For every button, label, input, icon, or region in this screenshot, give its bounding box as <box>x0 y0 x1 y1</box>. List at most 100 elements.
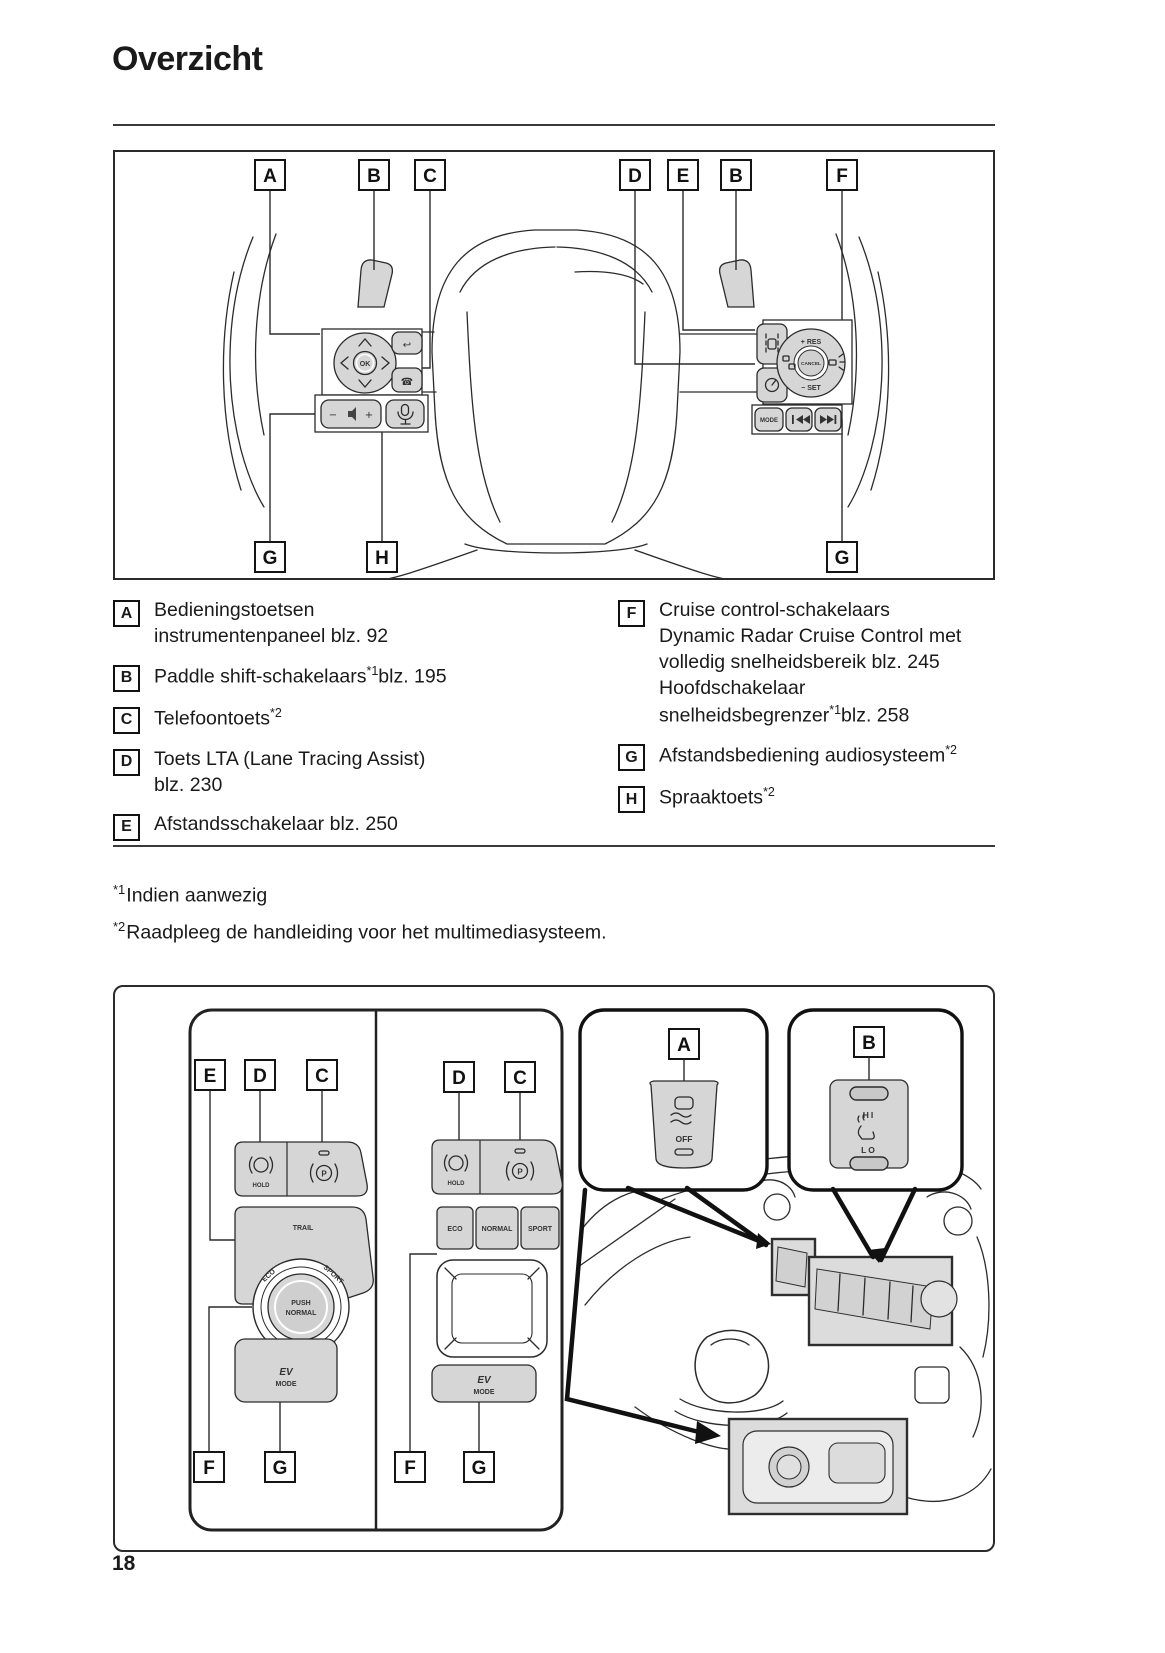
callout2-f: F <box>203 1458 215 1479</box>
footnote-2-text: Raadpleeg de handleiding voor het multim… <box>126 921 607 944</box>
footnote-1-marker: *1 <box>113 882 126 897</box>
eco-button <box>436 1206 474 1250</box>
divider-legend <box>113 845 995 847</box>
legend-text-g: Afstandsbediening audiosysteem*2 <box>659 743 958 767</box>
footnote-1-text: Indien aanwezig <box>126 884 268 907</box>
legend-text-b: Paddle shift-schakelaars*1blz. 195 <box>154 663 447 688</box>
callout-a: A <box>263 166 277 187</box>
legend-item-b: B Paddle shift-schakelaars*1blz. 195 <box>113 663 585 692</box>
callout-d: D <box>628 166 642 187</box>
park-label-mid: P <box>517 1168 523 1177</box>
phone-button <box>391 367 423 393</box>
callout2-b: B <box>862 1033 876 1054</box>
console-detail-inset <box>727 1417 909 1516</box>
dpad-arrow-icons <box>340 338 390 388</box>
volume-minus: − <box>329 410 337 421</box>
bubble-a-arrow <box>756 1233 771 1249</box>
storage-tray-corners <box>444 1267 540 1350</box>
traction-switch-detail <box>775 1246 808 1288</box>
set-label: − SET <box>801 385 821 392</box>
console-controls-svg: HOLD P TRAIL ECO SPORT PUSH NORMAL EV MO… <box>188 1008 992 1532</box>
page-number: 18 <box>112 1552 136 1575</box>
next-track-icon <box>820 415 837 424</box>
callout-b: B <box>367 166 381 187</box>
gear-shifter-sketch <box>674 1329 788 1427</box>
diagram2-callouts: E D C F G D C F G <box>193 1059 536 1483</box>
ok-label: OK <box>360 361 371 368</box>
bubble-b-arrow <box>868 1248 885 1263</box>
off-label: OFF <box>676 1134 693 1144</box>
ev-mode-label-left: MODE <box>276 1381 297 1388</box>
seat-heater-slot-top <box>849 1086 889 1101</box>
callout2-c-mid: C <box>513 1068 527 1089</box>
left-steering-cluster: OK ↩ ☎ − + <box>314 328 429 433</box>
steering-wheel-svg: OK ↩ ☎ − + + RES CANCEL − SET <box>222 159 890 578</box>
res-label: + RES <box>801 339 822 346</box>
paddle-shifter-left <box>357 259 394 308</box>
callout-g2: G <box>835 548 850 569</box>
middle-variant: HOLD P ECO NORMAL SPORT EV MODE <box>431 1139 563 1403</box>
trail-label: TRAIL <box>293 1225 314 1232</box>
left-variant: HOLD P TRAIL ECO SPORT PUSH NORMAL EV MO… <box>234 1141 374 1403</box>
callout2-f-mid: F <box>404 1458 416 1479</box>
hold-label-mid: HOLD <box>448 1181 466 1187</box>
divider-top <box>113 124 995 126</box>
legend-marker-a: A <box>113 600 140 627</box>
callout2-g-mid: G <box>472 1458 487 1479</box>
normal-label: NORMAL <box>286 1310 317 1317</box>
speaker-icon <box>348 407 356 421</box>
mic-icon <box>397 403 414 425</box>
ev-label-left: EV <box>279 1367 294 1378</box>
mid-variant-leaders <box>409 1092 521 1452</box>
callout-bubble-a: A OFF <box>564 1008 771 1444</box>
radar-car-icon <box>828 353 846 371</box>
normal-button <box>475 1206 519 1250</box>
legend-item-g: G Afstandsbediening audiosysteem*2 <box>618 742 995 772</box>
hi-label: HI <box>863 1110 876 1120</box>
volume-plus: + <box>365 410 373 421</box>
legend-marker-b: B <box>113 664 140 692</box>
storage-tray <box>436 1259 548 1358</box>
hold-label: HOLD <box>253 1183 271 1189</box>
back-icon: ↩ <box>403 340 411 351</box>
traction-off-button <box>649 1080 719 1169</box>
legend-marker-d: D <box>113 748 140 776</box>
page-title: Overzicht <box>112 40 263 78</box>
ev-mode-label-mid: MODE <box>474 1389 495 1396</box>
legend-text-c: Telefoontoets*2 <box>154 705 282 730</box>
speed-limiter-icon <box>764 377 780 393</box>
normal-button-label: NORMAL <box>482 1226 513 1233</box>
callout2-a: A <box>677 1035 691 1056</box>
legend-text-h: Spraaktoets*2 <box>659 785 775 809</box>
brake-hold-icon <box>248 1156 274 1174</box>
callout2-e: E <box>204 1066 217 1087</box>
lta-lane-icon <box>765 333 779 355</box>
console-controls-diagram: HOLD P TRAIL ECO SPORT PUSH NORMAL EV MO… <box>113 985 995 1552</box>
eco-button-label: ECO <box>447 1226 463 1233</box>
steering-wheel-sketch <box>222 229 890 578</box>
legend-marker-g: G <box>618 744 645 772</box>
callout2-c: C <box>315 1066 329 1087</box>
sport-button-label: SPORT <box>528 1226 553 1233</box>
voice-button <box>385 399 425 429</box>
push-label: PUSH <box>291 1300 310 1307</box>
ev-label-mid: EV <box>477 1375 492 1386</box>
mode-label: MODE <box>760 418 778 424</box>
legend-marker-f: F <box>618 600 645 627</box>
callout2-d-mid: D <box>452 1068 466 1089</box>
seat-heater-icon <box>857 1113 875 1140</box>
hold-park-panel <box>234 1141 368 1197</box>
footnote-1: *1Indien aanwezig <box>113 882 267 908</box>
lo-label: LO <box>861 1145 877 1155</box>
diagram1-callouts: A B C D E B F G H G <box>254 159 858 573</box>
ev-mode-button-mid <box>431 1364 537 1403</box>
brake-hold-icon-mid <box>443 1154 469 1172</box>
callout-f: F <box>836 166 848 187</box>
